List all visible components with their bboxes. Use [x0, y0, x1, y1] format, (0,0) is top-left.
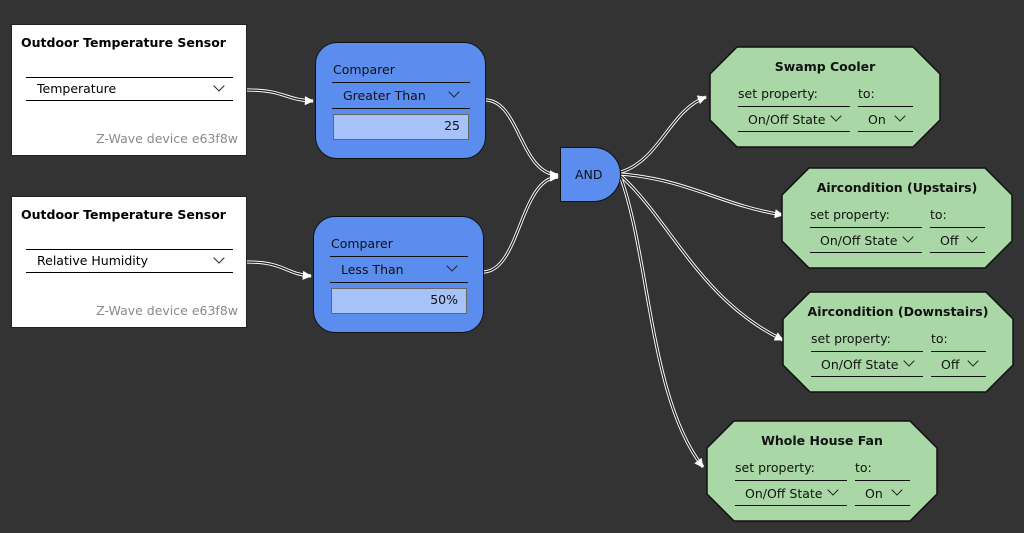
property-dropdown[interactable]: Temperature	[26, 77, 233, 101]
and-gate-node[interactable]: AND	[560, 147, 621, 202]
action-node-shape	[782, 291, 1014, 393]
comparer-node[interactable]: Comparer Less Than 50%	[313, 216, 484, 333]
value-dropdown-value: Off	[941, 357, 960, 372]
sensor-title: Outdoor Temperature Sensor	[21, 35, 226, 50]
operator-dropdown[interactable]: Greater Than	[332, 82, 470, 109]
chevron-down-icon	[967, 355, 979, 367]
device-label: Z-Wave device e63f8w	[96, 131, 238, 146]
to-label: to:	[858, 86, 875, 101]
value-dropdown-value: On	[865, 486, 883, 501]
chevron-down-icon	[827, 484, 839, 496]
action-node-shape	[781, 167, 1013, 269]
to-label: to:	[931, 331, 948, 346]
set-property-label: set property:	[810, 207, 890, 222]
chevron-down-icon	[213, 80, 225, 92]
wire-comparer1-to-and	[484, 99, 559, 180]
value-dropdown[interactable]: Off	[931, 351, 986, 377]
property-dropdown[interactable]: On/Off State	[735, 480, 847, 506]
operator-dropdown-value: Greater Than	[343, 88, 426, 103]
wire-and-to-swamp-cooler	[620, 95, 707, 173]
comparer-title: Comparer	[333, 62, 395, 77]
threshold-input[interactable]: 50%	[331, 288, 467, 314]
wire-sensor1-to-comparer1	[246, 89, 314, 106]
property-dropdown[interactable]: On/Off State	[810, 227, 922, 253]
property-dropdown-value: On/Off State	[745, 486, 823, 501]
device-label: Z-Wave device e63f8w	[96, 303, 238, 318]
action-node-shape	[709, 46, 941, 148]
chevron-down-icon	[213, 252, 225, 264]
value-dropdown-value: Off	[940, 233, 959, 248]
value-dropdown[interactable]: Off	[930, 227, 985, 253]
set-property-label: set property:	[735, 460, 815, 475]
wire-and-to-house-fan	[620, 177, 704, 468]
action-node[interactable]: Aircondition (Upstairs) set property: to…	[781, 167, 1013, 269]
action-title: Aircondition (Downstairs)	[807, 304, 989, 319]
sensor-node[interactable]: Outdoor Temperature Sensor Temperature Z…	[11, 24, 247, 156]
chevron-down-icon	[894, 110, 906, 122]
property-dropdown[interactable]: On/Off State	[738, 106, 850, 132]
chevron-down-icon	[902, 231, 914, 243]
action-title: Whole House Fan	[761, 433, 883, 448]
chevron-down-icon	[830, 110, 842, 122]
property-dropdown-value: Temperature	[37, 81, 117, 96]
chevron-down-icon	[966, 231, 978, 243]
property-dropdown-value: On/Off State	[821, 357, 899, 372]
operator-dropdown[interactable]: Less Than	[330, 256, 468, 283]
sensor-node[interactable]: Outdoor Temperature Sensor Relative Humi…	[11, 196, 247, 328]
action-node[interactable]: Aircondition (Downstairs) set property: …	[782, 291, 1014, 393]
property-dropdown[interactable]: On/Off State	[811, 351, 923, 377]
chevron-down-icon	[903, 355, 915, 367]
sensor-title: Outdoor Temperature Sensor	[21, 207, 226, 222]
property-dropdown[interactable]: Relative Humidity	[26, 249, 233, 273]
wire-and-to-ac-upstairs	[620, 173, 784, 219]
to-label: to:	[855, 460, 872, 475]
action-node[interactable]: Whole House Fan set property: to: On/Off…	[706, 420, 938, 522]
set-property-label: set property:	[738, 86, 818, 101]
action-title: Swamp Cooler	[774, 59, 876, 74]
value-dropdown-value: On	[868, 112, 886, 127]
threshold-input[interactable]: 25	[333, 114, 469, 140]
chevron-down-icon	[446, 260, 458, 272]
comparer-node[interactable]: Comparer Greater Than 25	[315, 42, 486, 159]
set-property-label: set property:	[811, 331, 891, 346]
property-dropdown-value: Relative Humidity	[37, 253, 149, 268]
property-dropdown-value: On/Off State	[748, 112, 826, 127]
wire-and-to-ac-downstairs	[620, 175, 784, 341]
operator-dropdown-value: Less Than	[341, 262, 404, 277]
property-dropdown-value: On/Off State	[820, 233, 898, 248]
and-gate-label: AND	[575, 167, 603, 182]
wire-comparer2-to-and	[482, 172, 559, 273]
action-title: Aircondition (Upstairs)	[816, 180, 978, 195]
action-node-shape	[706, 420, 938, 522]
chevron-down-icon	[891, 484, 903, 496]
value-dropdown[interactable]: On	[855, 480, 910, 506]
to-label: to:	[930, 207, 947, 222]
wire-sensor2-to-comparer2	[246, 261, 312, 280]
action-node[interactable]: Swamp Cooler set property: to: On/Off St…	[709, 46, 941, 148]
chevron-down-icon	[448, 86, 460, 98]
value-dropdown[interactable]: On	[858, 106, 913, 132]
comparer-title: Comparer	[331, 236, 393, 251]
